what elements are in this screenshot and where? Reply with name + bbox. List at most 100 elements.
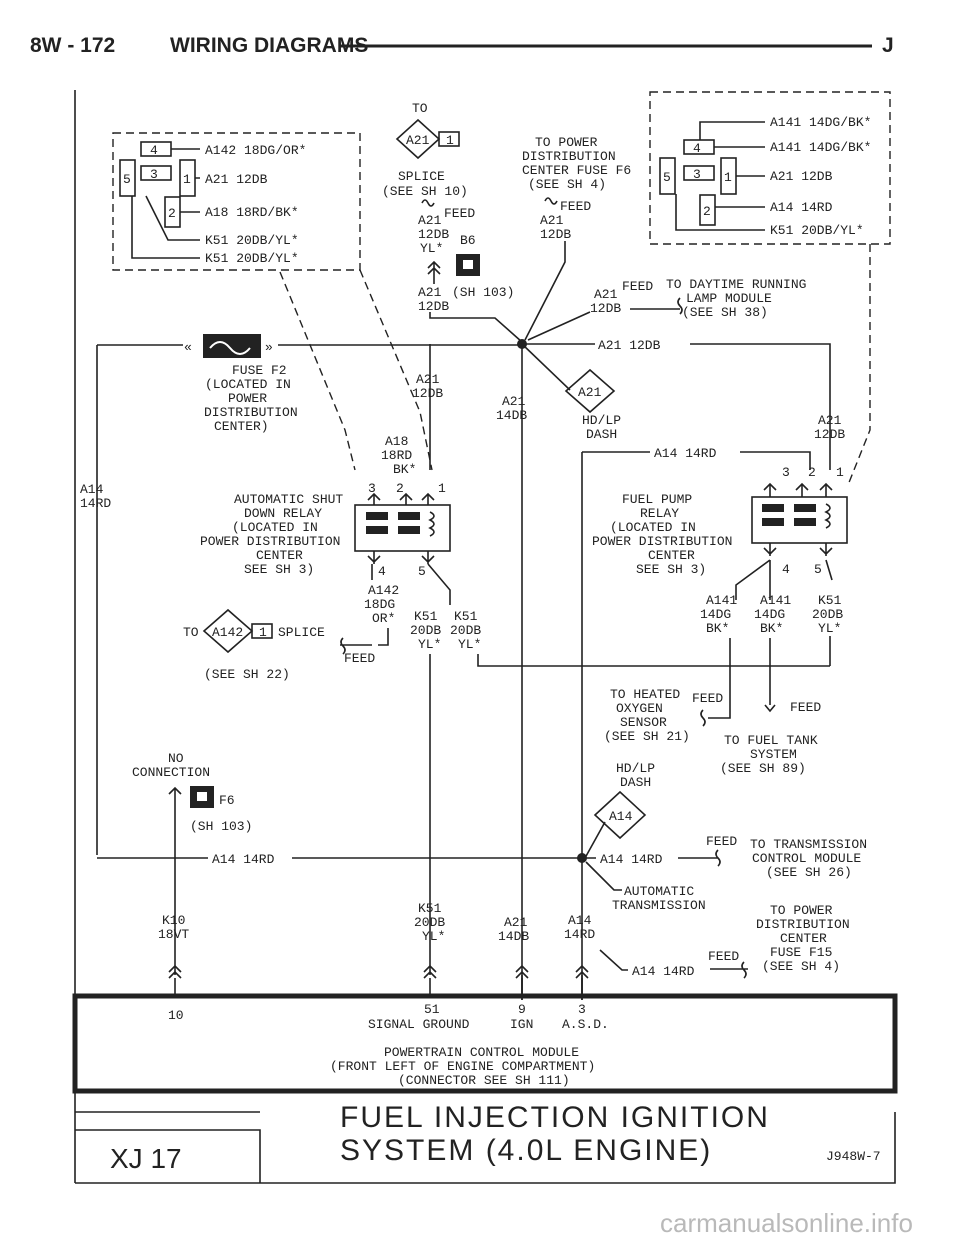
wire-label: A14 14RD bbox=[632, 964, 695, 979]
pin-label: 5 bbox=[663, 170, 671, 185]
label: NO bbox=[168, 751, 184, 766]
label: DISTRIBUTION bbox=[522, 149, 616, 164]
wire-label: A141 bbox=[760, 593, 791, 608]
wire-label: 20DB bbox=[812, 607, 843, 622]
wire-label: 18VT bbox=[158, 927, 189, 942]
pcm-location: (FRONT LEFT OF ENGINE COMPARTMENT) bbox=[330, 1059, 595, 1074]
pin-label: 3 bbox=[368, 481, 376, 496]
wire bbox=[735, 559, 833, 600]
wire-label: YL* bbox=[818, 621, 841, 636]
pin-label: 3 bbox=[578, 1002, 586, 1017]
wire-label: BK* bbox=[706, 621, 729, 636]
label: CENTER bbox=[780, 931, 827, 946]
wire-label: A14 14RD bbox=[600, 852, 663, 867]
pin-label: 4 bbox=[782, 562, 790, 577]
connector-label: A14 bbox=[609, 809, 633, 824]
splice-pin-box bbox=[251, 623, 273, 639]
pin-box bbox=[699, 194, 716, 226]
wire bbox=[527, 311, 591, 341]
relay-location: (LOCATED IN bbox=[610, 520, 696, 535]
pin-label: 10 bbox=[168, 1008, 184, 1023]
pin-label: 1 bbox=[724, 170, 732, 185]
wire-label: A141 bbox=[706, 593, 737, 608]
relay-leads bbox=[373, 494, 429, 505]
relay-contact bbox=[398, 526, 420, 534]
wire-label: 12DB bbox=[540, 227, 571, 242]
fuse-location: DISTRIBUTION bbox=[204, 405, 298, 420]
o2-fueltank: TO HEATED FEED OXYGEN SENSOR (SEE SH 21)… bbox=[604, 687, 821, 776]
model-box bbox=[75, 1129, 261, 1183]
relay-leads bbox=[763, 543, 833, 556]
wire bbox=[599, 949, 628, 971]
see-label: (SEE SH 10) bbox=[382, 184, 468, 199]
relay-contact bbox=[366, 512, 388, 520]
wire-label: A14 14RD bbox=[212, 852, 275, 867]
feed-squiggle bbox=[630, 297, 683, 315]
pin-label: 3 bbox=[693, 167, 701, 182]
feed-label: FEED bbox=[560, 199, 591, 214]
relay-contact bbox=[762, 518, 784, 526]
label: TO HEATED bbox=[610, 687, 680, 702]
label: FUSE F15 bbox=[770, 945, 832, 960]
feed-squiggle bbox=[678, 849, 721, 867]
pin-label: 1 bbox=[836, 465, 844, 480]
wire bbox=[524, 241, 566, 341]
hd-lp-connector bbox=[593, 790, 647, 840]
label: TO DAYTIME RUNNING bbox=[666, 277, 806, 292]
relay-name: RELAY bbox=[640, 506, 679, 521]
pin-label: 5 bbox=[418, 564, 426, 579]
relay-location: CENTER bbox=[648, 548, 695, 563]
pin-box bbox=[659, 157, 676, 195]
wire-label: 20DB bbox=[410, 623, 441, 638]
feed-squiggle bbox=[421, 199, 435, 207]
connector-label: A21 bbox=[578, 385, 602, 400]
relay-name: FUEL PUMP bbox=[622, 492, 692, 507]
wire-label: A14 bbox=[568, 913, 592, 928]
pin-label: 2 bbox=[703, 204, 711, 219]
fuse-arrow-left: « bbox=[184, 340, 192, 355]
left-connector-outline bbox=[112, 132, 361, 271]
page-number: 8W - 172 bbox=[30, 34, 115, 57]
model-code: XJ 17 bbox=[110, 1143, 182, 1174]
fuse-label: F6 bbox=[219, 793, 235, 808]
pin-function: SIGNAL GROUND bbox=[368, 1017, 470, 1032]
relay-location: POWER DISTRIBUTION bbox=[592, 534, 732, 549]
splice-label: SPLICE bbox=[278, 625, 325, 640]
feed-label: FEED bbox=[692, 691, 723, 706]
relay-location: SEE SH 3) bbox=[636, 562, 706, 577]
wire bbox=[521, 343, 571, 391]
header-letter: J bbox=[882, 34, 894, 57]
lower-a14: HD/LP DASH A14 A14 14RD A14 14RD FEED TO… bbox=[97, 761, 867, 1000]
fuse-arrow-right: » bbox=[265, 340, 273, 355]
pin-function: A.S.D. bbox=[562, 1017, 609, 1032]
wire-label: A21 bbox=[540, 213, 564, 228]
label: TO POWER bbox=[535, 135, 598, 150]
connector-label: B6 bbox=[460, 233, 476, 248]
hdlp-label: DASH bbox=[586, 427, 617, 442]
label: TO FUEL TANK bbox=[724, 733, 818, 748]
relay-coil bbox=[824, 503, 831, 529]
label: CENTER FUSE F6 bbox=[522, 163, 631, 178]
label: (SEE SH 4) bbox=[528, 177, 606, 192]
pcm-wires: K10 18VT K51 20DB YL* A21 14DB A14 14RD bbox=[158, 900, 595, 1000]
bus-splice: A21 12DB A21 12DB A21 14DB A21 HD/LP DAS… bbox=[80, 338, 845, 1000]
label: TRANSMISSION bbox=[612, 898, 706, 913]
relay-location: POWER DISTRIBUTION bbox=[200, 534, 340, 549]
relay-name: AUTOMATIC SHUT bbox=[234, 492, 343, 507]
a142-splice: TO A142 1 SPLICE FEED (SEE SH 22) bbox=[183, 608, 375, 682]
wire-label: A21 12DB bbox=[770, 169, 833, 184]
wire-label: BK* bbox=[760, 621, 783, 636]
right-connector: 4 5 3 1 2 A141 14DG/BK* A141 14DG/BK* A2… bbox=[649, 91, 891, 245]
diagram-subtitle: SYSTEM (4.0L ENGINE) bbox=[340, 1134, 712, 1167]
relay-location: (LOCATED IN bbox=[232, 520, 318, 535]
relay-coil bbox=[428, 511, 435, 537]
label: SENSOR bbox=[620, 715, 667, 730]
pin-box bbox=[683, 165, 715, 181]
pcm-outline bbox=[72, 993, 898, 1094]
feed-squiggle bbox=[700, 704, 776, 727]
pin-label: 4 bbox=[693, 141, 701, 156]
relay-leads bbox=[367, 551, 435, 564]
feed-label: FEED bbox=[790, 700, 821, 715]
pin-label: 4 bbox=[150, 143, 158, 158]
